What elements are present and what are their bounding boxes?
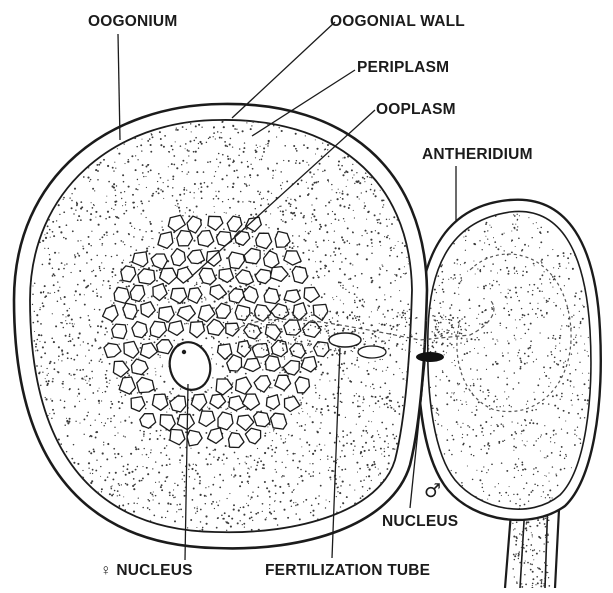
label-male-nucleus: NUCLEUS <box>382 514 458 530</box>
label-oogonial-wall: OOGONIAL WALL <box>330 14 465 30</box>
ooplasm-vacuole <box>271 413 287 429</box>
ooplasm-vacuole <box>254 412 270 427</box>
ooplasm-vacuole <box>292 266 307 283</box>
ooplasm-vacuole <box>284 320 301 335</box>
ooplasm-vacuole <box>177 231 193 246</box>
label-oogonium: OOGONIUM <box>88 14 177 30</box>
label-female-nucleus: ♀ NUCLEUS <box>100 563 193 579</box>
male-nucleus <box>416 352 444 362</box>
label-fertilization-tube: FERTILIZATION TUBE <box>265 563 430 579</box>
ooplasm-vacuole <box>114 287 130 303</box>
antheridium-cell <box>418 200 601 520</box>
male-symbol: ♂ <box>424 482 441 501</box>
ooplasm-vacuole <box>157 340 173 354</box>
ooplasm-vacuole <box>266 356 281 372</box>
ooplasm-vacuole <box>284 290 300 303</box>
label-ooplasm: OOPLASM <box>376 102 456 118</box>
label-antheridium: ANTHERIDIUM <box>422 147 533 163</box>
label-periplasm: PERIPLASM <box>357 60 449 76</box>
ooplasm-vacuole <box>112 324 127 339</box>
